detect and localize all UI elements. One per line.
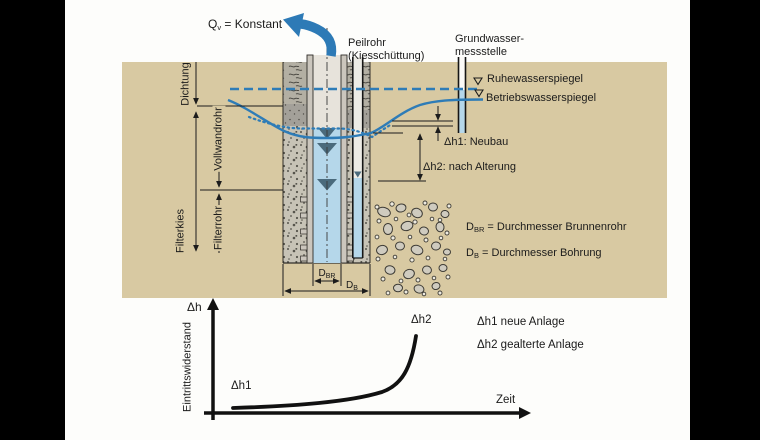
aging-curve: [231, 334, 418, 410]
graph-y-axis-label: Eintrittswiderstand: [181, 322, 194, 412]
rest-water-level-label: Ruhewasserspiegel: [487, 73, 583, 85]
drawdown-curve-aged: [247, 115, 394, 139]
dim-db-label: DB: [346, 280, 358, 292]
well-cross-section: [282, 28, 371, 264]
left-letterbox-bar: [0, 0, 65, 440]
pump-arrow-icon: [283, 13, 337, 57]
graph-x-axis-label: Zeit: [496, 394, 516, 406]
water-level-symbol-icons: [473, 77, 484, 98]
legend-dbr: DBR = Durchmesser Brunnenrohr: [466, 221, 627, 234]
right-letterbox-bar: [690, 0, 760, 440]
graph-dh2-label: Δh2: [411, 314, 432, 326]
filter-gravel-label: Filterkies: [174, 208, 187, 254]
graph-dh1-label: Δh1: [231, 380, 252, 392]
drawdown-curve-new: [227, 98, 484, 140]
monitoring-tube: [457, 57, 467, 133]
dh1-new-label: Δh1: Neubau: [444, 136, 509, 148]
peilrohr-tube: [351, 57, 364, 259]
stones-texture: [374, 200, 452, 297]
graph-legend-line1: Δh1 neue Anlage: [477, 316, 565, 328]
dh2-aged-label: Δh2: nach Alterung: [423, 161, 516, 173]
legend-db: DB = Durchmesser Bohrung: [466, 247, 602, 260]
seal-label: Dichtung: [179, 62, 192, 106]
graph-y-symbol: Δh: [187, 300, 202, 314]
dim-dbr-label: DBR: [318, 268, 336, 280]
graph-legend-line2: Δh2 gealterte Anlage: [477, 339, 584, 351]
screen-pipe-label: Filterrohr: [212, 204, 226, 252]
peilrohr-label: Peilrohr (Kiesschüttung): [348, 37, 425, 62]
operating-water-level-label: Betriebswasserspiegel: [486, 92, 597, 104]
pump-rate-label: Qv = Konstant: [208, 17, 283, 33]
monitoring-well-label: Grundwasser- messstelle: [455, 33, 525, 58]
graph-axes: [204, 298, 531, 420]
solid-casing-label: Vollwandrohr: [212, 106, 226, 172]
